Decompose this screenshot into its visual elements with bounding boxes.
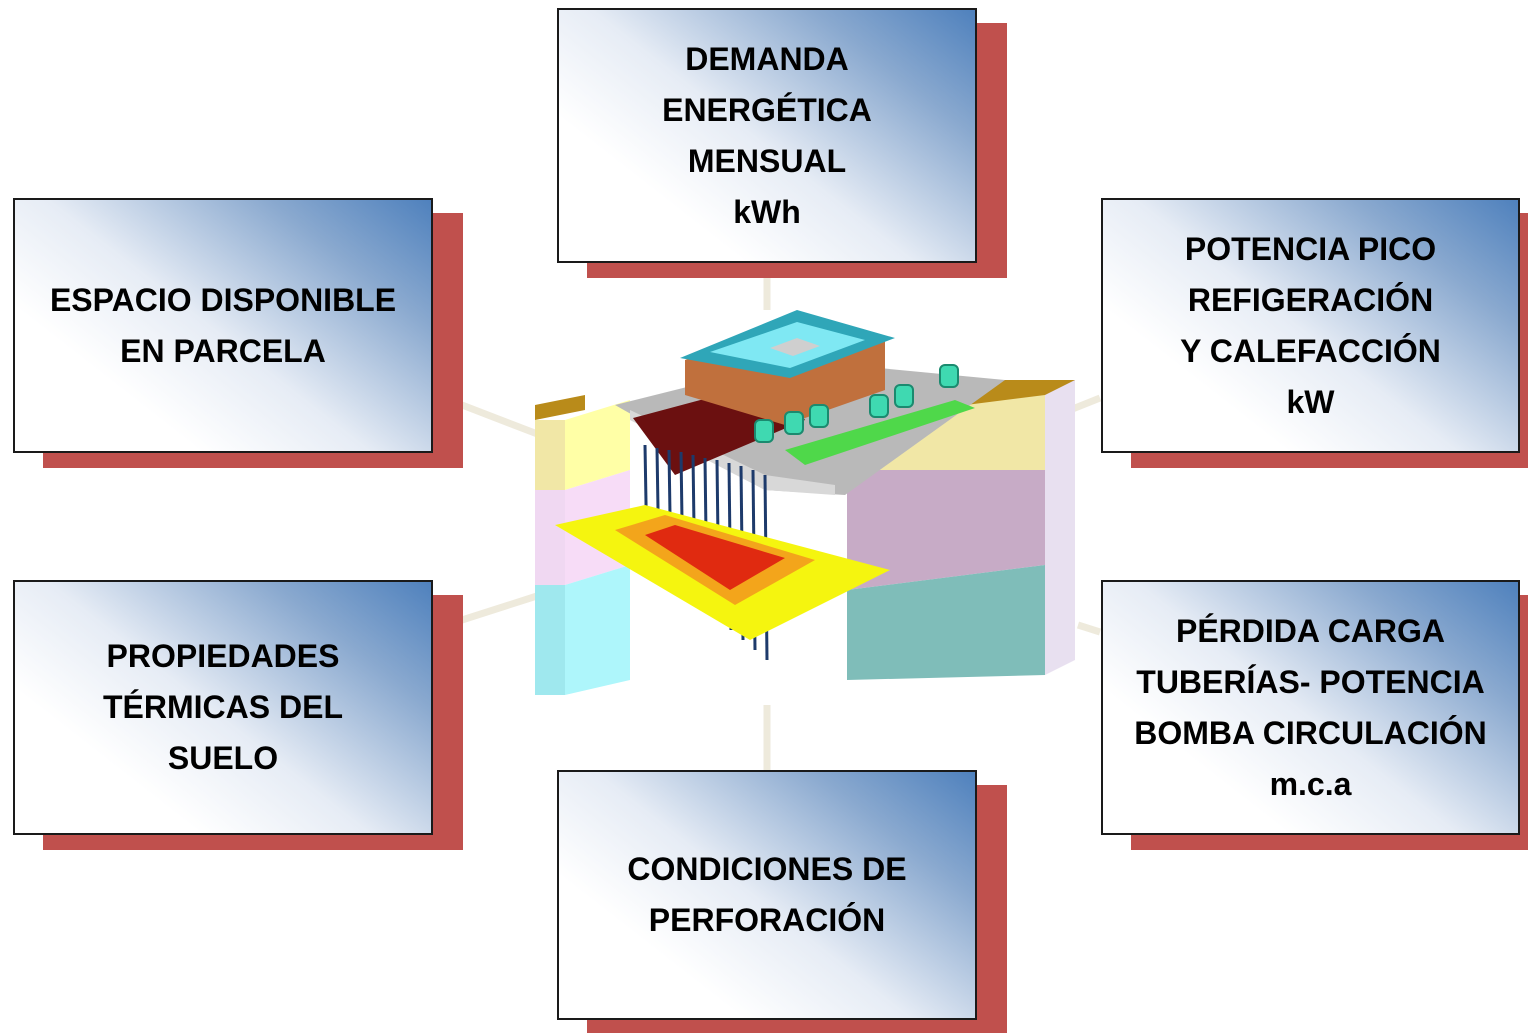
garden-strip xyxy=(785,400,975,465)
connector-top-left xyxy=(460,401,542,439)
geothermal-scene-illustration xyxy=(535,310,1075,695)
card-text-line: DEMANDA xyxy=(685,40,849,77)
right-block-cyan xyxy=(847,565,1045,680)
card-text-line: PROPIEDADES xyxy=(106,638,340,674)
card-text-line: ESPACIO DISPONIBLE xyxy=(49,281,397,318)
card-face: PROPIEDADES TÉRMICAS DEL SUELO xyxy=(13,580,433,835)
card-face: DEMANDA ENERGÉTICA MENSUAL kWh xyxy=(557,8,977,263)
building-courtyard xyxy=(770,338,820,356)
card-text-line: ENERGÉTICA xyxy=(662,91,872,128)
temperature-contour-hot xyxy=(645,525,785,590)
card-face: CONDICIONES DE PERFORACIÓN xyxy=(557,770,977,1020)
card-text-line: kWh xyxy=(733,193,801,230)
card-perdida-carga: PÉRDIDA CARGA TUBERÍAS- POTENCIA BOMBA C… xyxy=(1101,580,1528,850)
card-text-line: SUELO xyxy=(167,740,279,776)
left-front-yellow xyxy=(535,420,565,490)
card-face: ESPACIO DISPONIBLE EN PARCELA xyxy=(13,198,433,453)
card-propiedades-termicas: PROPIEDADES TÉRMICAS DEL SUELO xyxy=(13,580,463,850)
card-text-line: TÉRMICAS DEL xyxy=(103,689,343,725)
card-text-line: POTENCIA PICO xyxy=(1184,230,1437,267)
card-text-line: m.c.a xyxy=(1269,765,1352,802)
right-block-pink xyxy=(847,470,1045,590)
card-face: PÉRDIDA CARGA TUBERÍAS- POTENCIA BOMBA C… xyxy=(1101,580,1520,835)
left-side-cyan xyxy=(565,565,630,695)
ground-slab-edge xyxy=(630,410,835,495)
trees xyxy=(754,364,959,443)
right-block-side xyxy=(1045,380,1075,675)
connector-bottom-left xyxy=(460,591,542,624)
card-text-line: EN PARCELA xyxy=(120,332,326,369)
card-demanda-energetica: DEMANDA ENERGÉTICA MENSUAL kWh xyxy=(557,8,1007,278)
left-front-cyan xyxy=(535,585,565,695)
card-espacio-disponible: ESPACIO DISPONIBLE EN PARCELA xyxy=(13,198,463,468)
card-text-line: PERFORACIÓN xyxy=(648,902,886,938)
card-text-line: TUBERÍAS- POTENCIA xyxy=(1136,663,1485,700)
card-text-line: Y CALEFACCIÓN xyxy=(1180,332,1441,369)
left-block-top xyxy=(535,395,585,420)
card-text-line: PÉRDIDA CARGA xyxy=(1175,612,1446,649)
connector-bottom-right xyxy=(1076,621,1102,636)
card-condiciones-perforacion: CONDICIONES DE PERFORACIÓN xyxy=(557,770,1007,1033)
card-text-line: CONDICIONES DE xyxy=(627,851,907,887)
left-front-pink xyxy=(535,490,565,585)
left-side-yellow xyxy=(565,400,630,490)
card-text-line: REFIGERACIÓN xyxy=(1187,281,1434,318)
card-text-line: kW xyxy=(1286,383,1335,420)
card-face: POTENCIA PICO REFIGERACIÓN Y CALEFACCIÓN… xyxy=(1101,198,1520,453)
card-text-line: MENSUAL xyxy=(687,142,847,179)
card-text-line: BOMBA CIRCULACIÓN xyxy=(1134,714,1487,751)
card-potencia-pico: POTENCIA PICO REFIGERACIÓN Y CALEFACCIÓN… xyxy=(1101,198,1528,468)
